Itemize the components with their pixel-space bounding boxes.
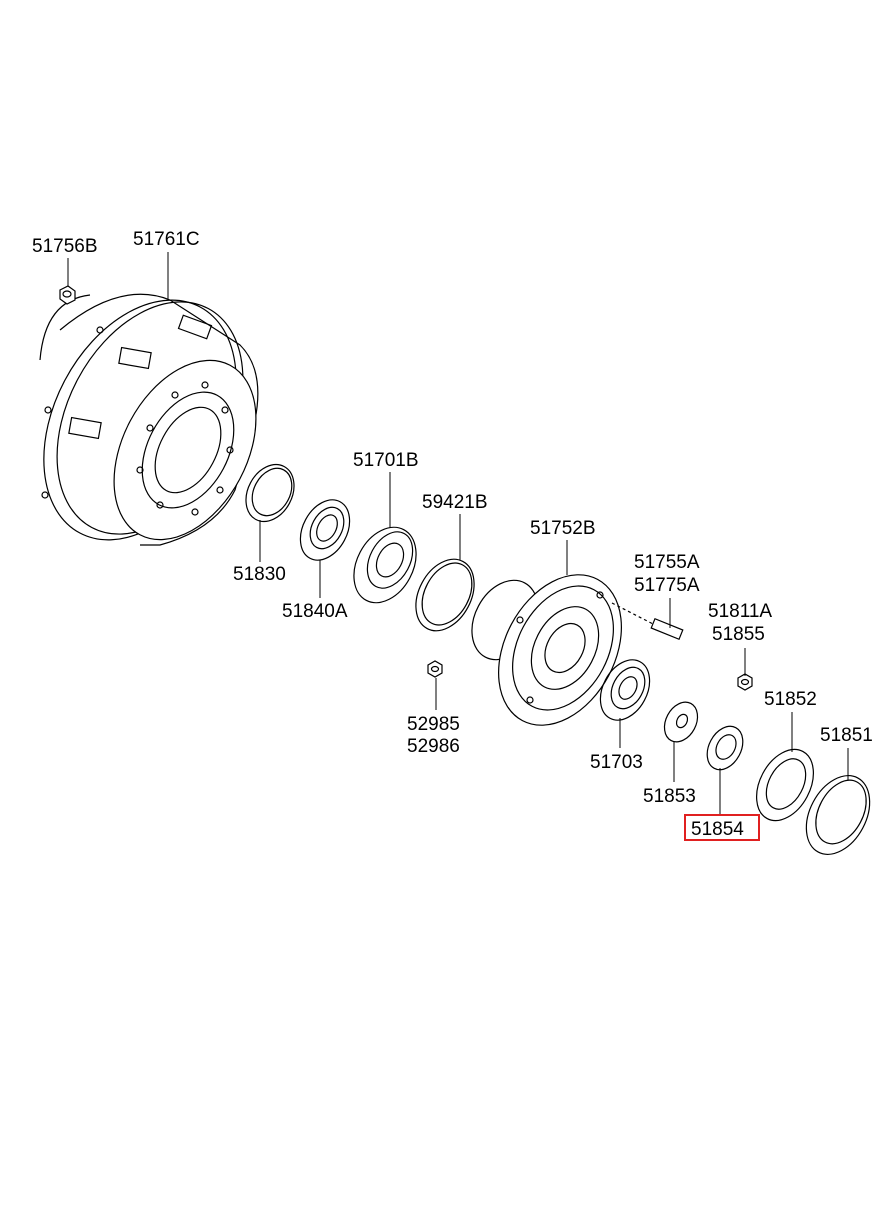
label-51701b: 51701B <box>353 450 419 471</box>
label-51752b: 51752B <box>530 518 596 539</box>
gasket-51852[interactable] <box>745 740 825 831</box>
leader-lines <box>67 252 849 815</box>
label-59421b: 59421B <box>422 492 488 513</box>
label-51755a: 51755A <box>634 552 700 573</box>
label-51830: 51830 <box>233 564 286 585</box>
label-51853: 51853 <box>643 786 696 807</box>
bearing-51840a[interactable] <box>291 491 360 568</box>
label-51851: 51851 <box>820 725 873 746</box>
label-51811a: 51811A <box>708 601 772 622</box>
label-52986: 52986 <box>407 736 460 757</box>
bearing-51703[interactable] <box>591 651 660 728</box>
label-51761c: 51761C <box>133 229 200 250</box>
label-52985: 52985 <box>407 714 460 735</box>
nut-52985[interactable] <box>427 660 443 678</box>
brake-drum[interactable] <box>5 267 285 573</box>
bearing-51701b[interactable] <box>341 517 428 614</box>
label-51756b: 51756B <box>32 236 98 257</box>
lock-washer-51854[interactable] <box>700 720 750 776</box>
label-51852: 51852 <box>764 689 817 710</box>
race-59421b[interactable] <box>404 549 486 641</box>
oil-seal-51830[interactable] <box>236 456 303 530</box>
label-51775a: 51775A <box>634 575 700 596</box>
label-51840a: 51840A <box>282 601 348 622</box>
label-51854[interactable]: 51854 <box>691 819 744 840</box>
nut-51811a[interactable] <box>737 673 753 691</box>
hub-51752b[interactable] <box>459 554 646 747</box>
stud-51755a[interactable] <box>611 602 684 641</box>
part-labels: 51756B 51761C 51701B 59421B 51830 51840A… <box>32 229 873 841</box>
label-51703: 51703 <box>590 752 643 773</box>
washer-51853[interactable] <box>658 696 704 747</box>
label-51855: 51855 <box>712 624 765 645</box>
highlight-box-51854 <box>684 814 760 841</box>
nut-51756b[interactable] <box>59 285 76 305</box>
hub-cap-51851[interactable] <box>794 765 883 865</box>
